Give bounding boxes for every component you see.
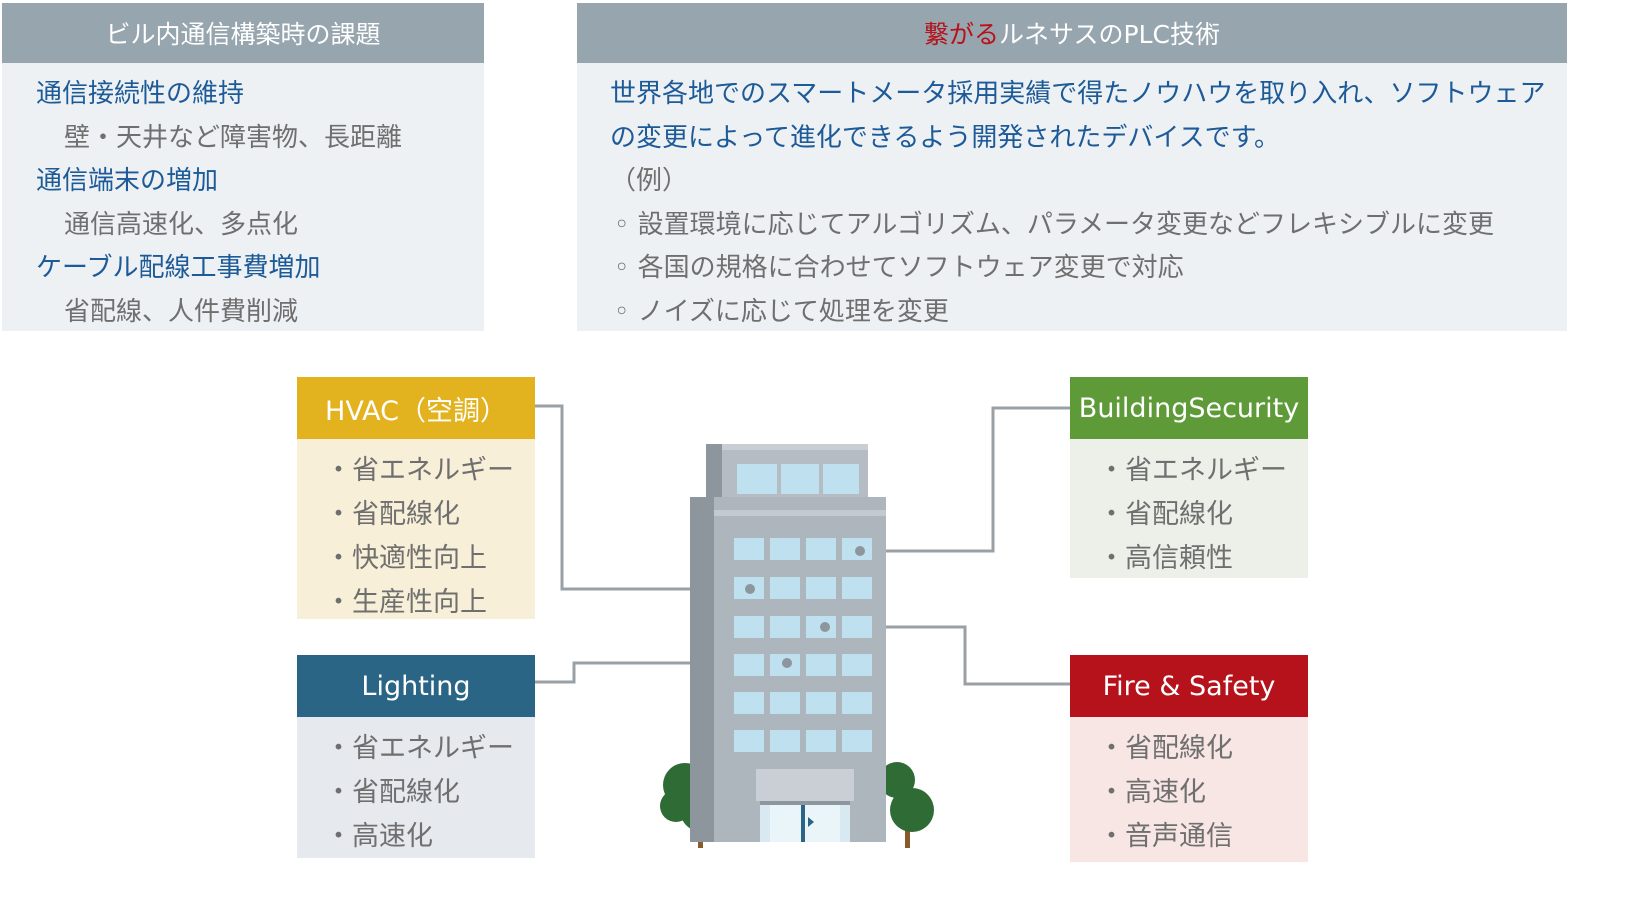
connector-lines bbox=[524, 404, 1070, 686]
fire-item: ・高速化 bbox=[1098, 777, 1206, 808]
challenge-heading: 通信接続性の維持 bbox=[36, 79, 245, 109]
title-accent: 繋がる bbox=[924, 20, 1000, 49]
hvac-item: ・生産性向上 bbox=[325, 587, 487, 618]
title-rest: ルネサスのPLC技術 bbox=[999, 20, 1220, 49]
hvac-item: ・省配線化 bbox=[325, 499, 460, 530]
challenge-heading: 通信端末の増加 bbox=[36, 166, 219, 196]
challenge-heading: ケーブル配線工事費増加 bbox=[36, 253, 321, 283]
connector-lighting bbox=[524, 661, 787, 684]
fire-items: ・省配線化 ・高速化 ・音声通信 bbox=[1070, 717, 1308, 859]
fire-card: Fire & Safety ・省配線化 ・高速化 ・音声通信 bbox=[1070, 655, 1308, 862]
hvac-items: ・省エネルギー ・省配線化 ・快適性向上 ・生産性向上 bbox=[297, 439, 535, 625]
intro-line: 世界各地でのスマートメータ採用実績で得たノウハウを取り入れ、ソフトウェア bbox=[610, 79, 1546, 109]
hvac-title: HVAC（空調） bbox=[297, 377, 535, 439]
challenge-detail: 省配線、人件費削減 bbox=[64, 296, 299, 327]
tree-right bbox=[879, 762, 934, 848]
intro-line: の変更によって進化できるよう開発されたデバイスです。 bbox=[610, 122, 1281, 153]
hvac-item: ・快適性向上 bbox=[325, 543, 487, 574]
lighting-title: Lighting bbox=[297, 655, 535, 717]
plc-technology-title: 繋がるルネサスのPLC技術 bbox=[577, 3, 1567, 63]
building-entrance bbox=[756, 769, 854, 842]
challenge-detail: 通信高速化、多点化 bbox=[64, 209, 299, 240]
challenges-title: ビル内通信構築時の課題 bbox=[2, 3, 484, 63]
building-windows bbox=[734, 538, 872, 752]
challenges-panel: ビル内通信構築時の課題 通信接続性の維持 壁・天井など障害物、長距離 通信端末の… bbox=[2, 3, 484, 331]
example-label: （例） bbox=[610, 166, 689, 196]
plc-technology-body: 世界各地でのスマートメータ採用実績で得たノウハウを取り入れ、ソフトウェア の変更… bbox=[577, 63, 1567, 334]
lighting-item: ・省配線化 bbox=[325, 777, 460, 808]
connector-security bbox=[860, 406, 1070, 553]
security-card: BuildingSecurity ・省エネルギー ・省配線化 ・高信頼性 bbox=[1070, 377, 1308, 578]
challenge-detail: 壁・天井など障害物、長距離 bbox=[64, 122, 403, 153]
connector-fire bbox=[825, 625, 1070, 686]
security-items: ・省エネルギー ・省配線化 ・高信頼性 bbox=[1070, 439, 1308, 581]
hvac-card: HVAC（空調） ・省エネルギー ・省配線化 ・快適性向上 ・生産性向上 bbox=[297, 377, 535, 619]
lighting-item: ・省エネルギー bbox=[325, 733, 514, 764]
lighting-card: Lighting ・省エネルギー ・省配線化 ・高速化 bbox=[297, 655, 535, 858]
lighting-items: ・省エネルギー ・省配線化 ・高速化 bbox=[297, 717, 535, 859]
lighting-item: ・高速化 bbox=[325, 821, 433, 852]
connector-hvac bbox=[524, 404, 750, 591]
example-item: ◦ 各国の規格に合わせてソフトウェア変更で対応 bbox=[614, 253, 1184, 283]
fire-title: Fire & Safety bbox=[1070, 655, 1308, 717]
plc-technology-panel: 繋がるルネサスのPLC技術 世界各地でのスマートメータ採用実績で得たノウハウを取… bbox=[577, 3, 1567, 331]
hvac-item: ・省エネルギー bbox=[325, 455, 514, 486]
security-item: ・高信頼性 bbox=[1098, 543, 1233, 574]
fire-item: ・音声通信 bbox=[1098, 821, 1233, 852]
example-item: ◦ 設置環境に応じてアルゴリズム、パラメータ変更などフレキシブルに変更 bbox=[614, 209, 1495, 240]
fire-item: ・省配線化 bbox=[1098, 733, 1233, 764]
security-title: BuildingSecurity bbox=[1070, 377, 1308, 439]
connection-dots bbox=[745, 546, 865, 668]
security-item: ・省エネルギー bbox=[1098, 455, 1287, 486]
challenges-list: 通信接続性の維持 壁・天井など障害物、長距離 通信端末の増加 通信高速化、多点化… bbox=[2, 63, 484, 334]
example-item: ◦ ノイズに応じて処理を変更 bbox=[614, 296, 949, 327]
security-item: ・省配線化 bbox=[1098, 499, 1233, 530]
